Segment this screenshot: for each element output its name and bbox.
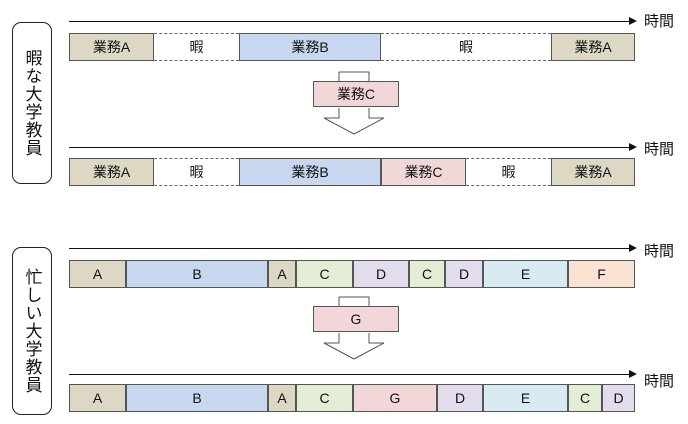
down-arrow-icon bbox=[323, 296, 385, 360]
insert-task-label: 業務C bbox=[336, 86, 376, 102]
task-segment: D bbox=[445, 260, 483, 288]
task-segment: A bbox=[268, 260, 296, 288]
time-label: 時間 bbox=[644, 243, 675, 260]
insert-task-idle: 業務C bbox=[313, 81, 399, 107]
task-segment: 業務A bbox=[551, 158, 635, 186]
task-segment: 業務C bbox=[381, 158, 466, 186]
task-segment: A bbox=[268, 384, 296, 412]
time-label: 時間 bbox=[644, 373, 675, 390]
task-segment: B bbox=[126, 384, 268, 412]
task-segment: G bbox=[353, 384, 437, 412]
task-segment: 暇 bbox=[466, 158, 551, 186]
task-segment: D bbox=[353, 260, 409, 288]
task-segment: 業務B bbox=[239, 33, 381, 61]
task-segment: C bbox=[568, 384, 602, 412]
task-segment: E bbox=[483, 260, 568, 288]
task-segment: C bbox=[296, 260, 353, 288]
side-label-idle-text: 暇な大学教員 bbox=[22, 49, 42, 157]
time-label: 時間 bbox=[644, 13, 675, 30]
task-segment: D bbox=[437, 384, 483, 412]
task-segment: 業務A bbox=[69, 158, 154, 186]
task-segment: B bbox=[126, 260, 268, 288]
insert-task-label: G bbox=[350, 311, 362, 327]
task-segment: 暇 bbox=[154, 33, 239, 61]
task-segment: 業務B bbox=[239, 158, 381, 186]
task-segment: A bbox=[69, 384, 126, 412]
time-label: 時間 bbox=[644, 141, 675, 158]
task-segment: F bbox=[568, 260, 635, 288]
task-segment: E bbox=[483, 384, 568, 412]
task-segment: 暇 bbox=[154, 158, 239, 186]
insert-task-busy: G bbox=[313, 306, 399, 332]
task-segment: C bbox=[296, 384, 353, 412]
side-label-idle: 暇な大学教員 bbox=[12, 22, 52, 184]
task-segment: 業務A bbox=[69, 33, 154, 61]
down-arrow-icon bbox=[323, 71, 385, 135]
side-label-busy-text: 忙しい大学教員 bbox=[22, 268, 42, 394]
task-segment: 暇 bbox=[381, 33, 551, 61]
task-segment: A bbox=[69, 260, 126, 288]
task-segment: 業務A bbox=[551, 33, 635, 61]
task-segment: C bbox=[409, 260, 445, 288]
side-label-busy: 忙しい大学教員 bbox=[12, 247, 52, 415]
task-segment: D bbox=[602, 384, 635, 412]
